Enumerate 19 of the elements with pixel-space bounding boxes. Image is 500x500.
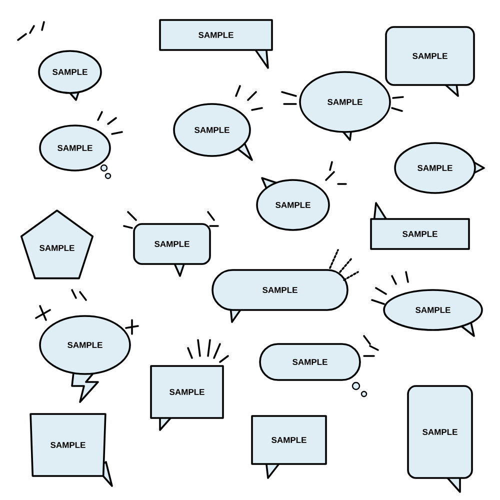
- speech-bubble: SAMPLE: [370, 202, 470, 250]
- speech-bubble: SAMPLE: [212, 269, 348, 323]
- speech-bubble: SAMPLE: [407, 385, 473, 493]
- speech-bubble: SAMPLE: [39, 124, 112, 180]
- speech-bubble: SAMPLE: [259, 343, 368, 398]
- speech-bubble: SAMPLE: [173, 103, 253, 161]
- speech-bubble: SAMPLE: [299, 71, 391, 141]
- speech-bubble: SAMPLE: [39, 315, 131, 403]
- speech-bubble: SAMPLE: [385, 26, 475, 97]
- speech-bubble: SAMPLE: [251, 415, 327, 479]
- speech-bubble: SAMPLE: [38, 50, 102, 101]
- speech-bubble: SAMPLE: [159, 19, 273, 69]
- speech-bubble: SAMPLE: [383, 289, 483, 337]
- speech-bubble: SAMPLE: [133, 223, 211, 277]
- speech-bubble: SAMPLE: [394, 142, 485, 194]
- speech-bubble: SAMPLE: [256, 177, 330, 231]
- speech-bubble: SAMPLE: [20, 210, 94, 280]
- speech-bubble: SAMPLE: [150, 365, 224, 431]
- speech-bubble: SAMPLE: [30, 413, 113, 487]
